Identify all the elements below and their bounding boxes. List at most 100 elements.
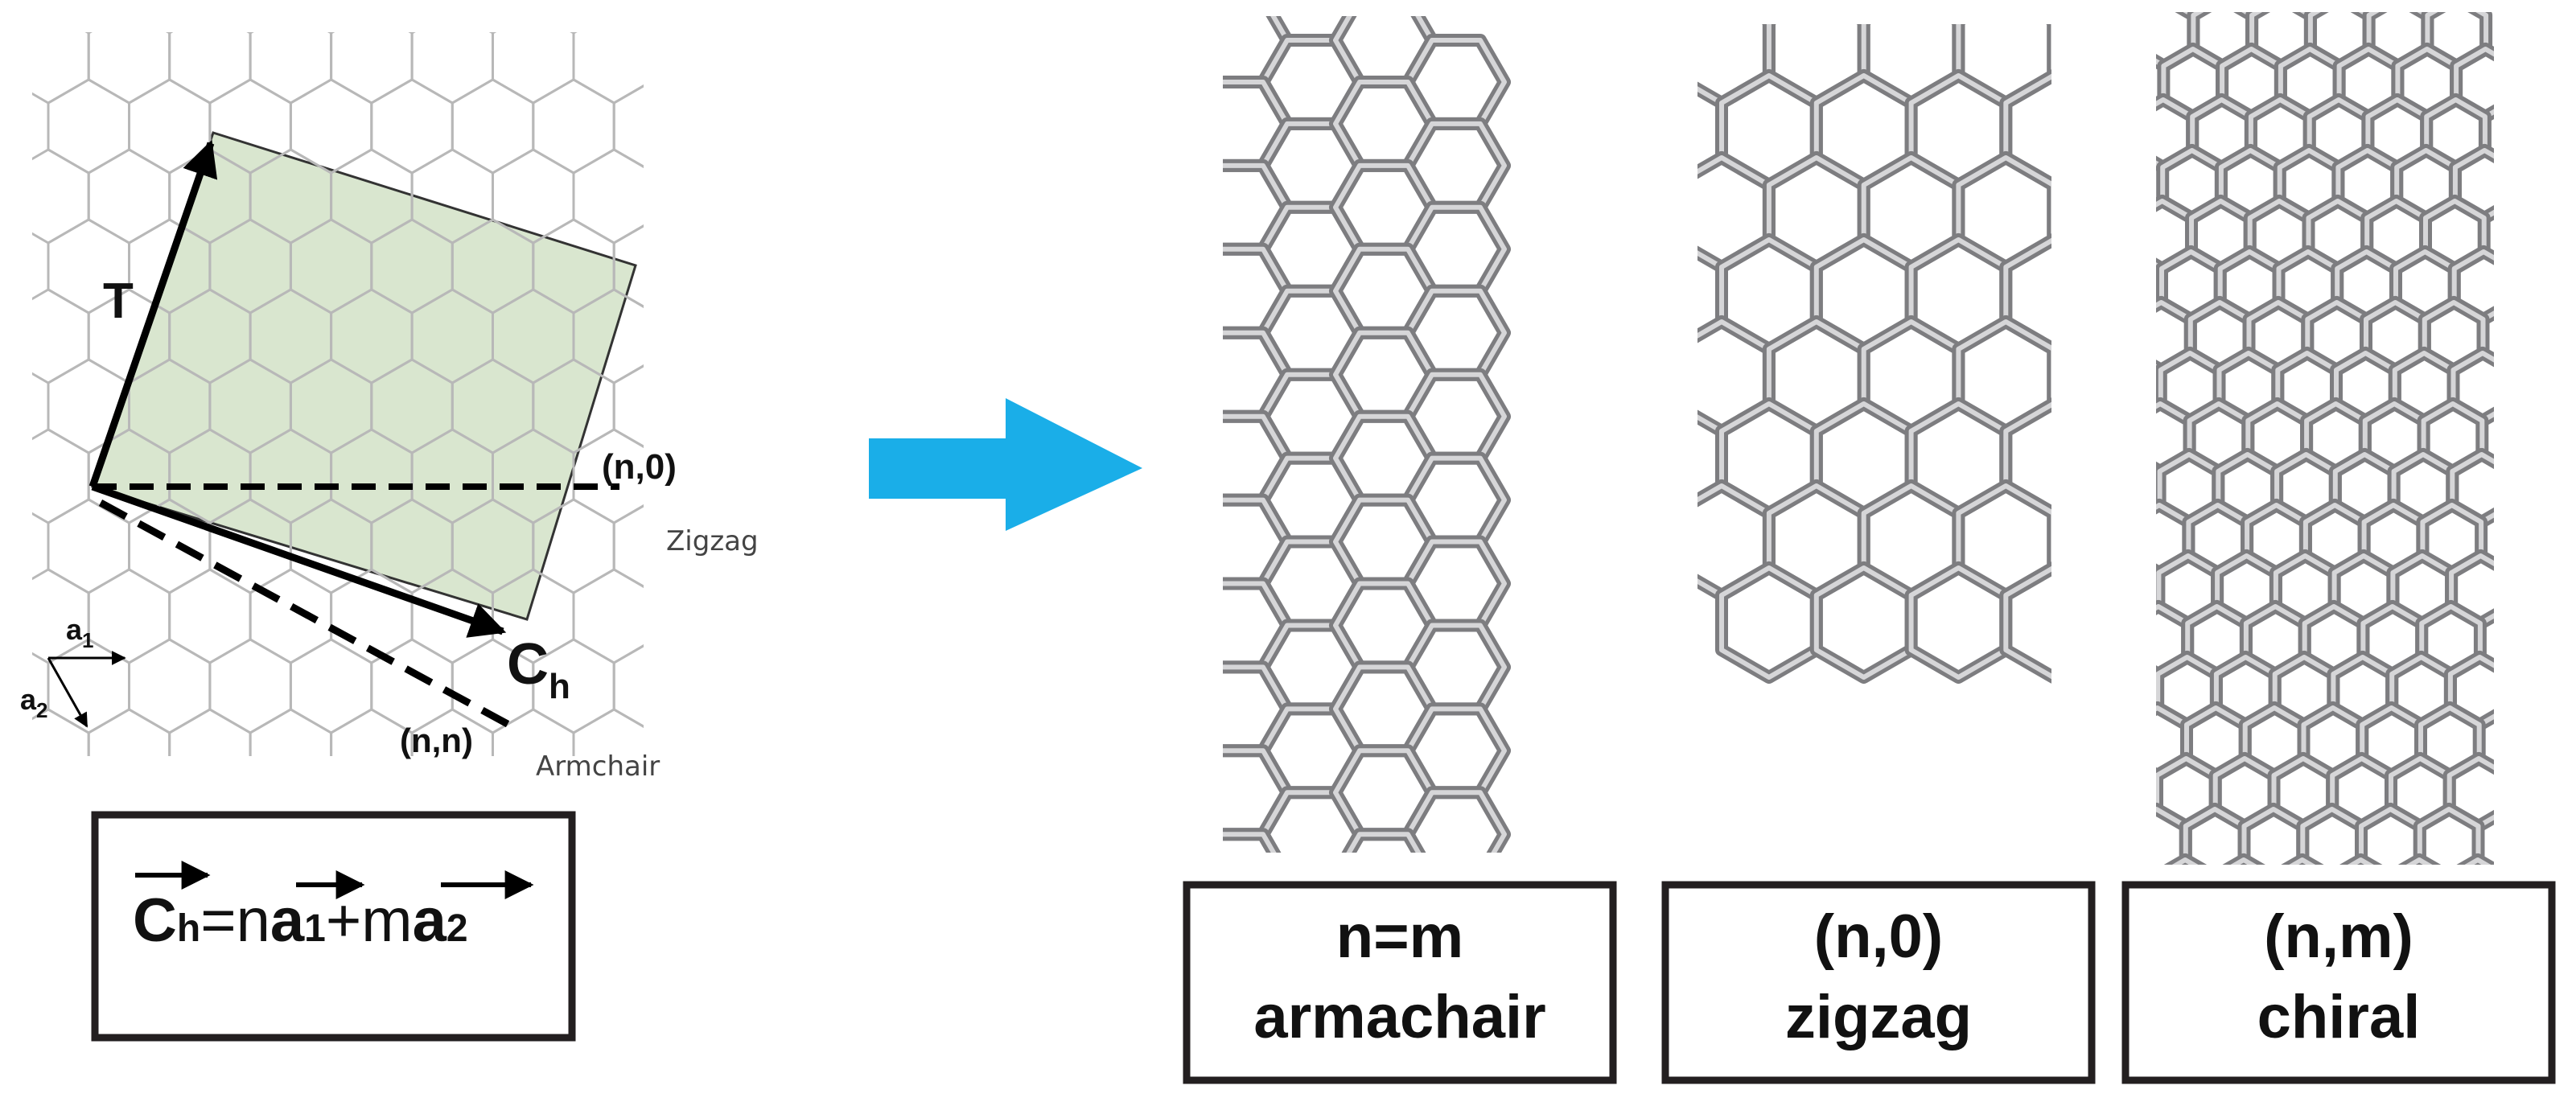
tube-hexagon — [1405, 790, 1507, 853]
lattice-hexagon — [492, 32, 575, 105]
lattice-hexagon — [289, 638, 373, 734]
tube-hexagon — [2300, 807, 2364, 865]
lattice-hexagon — [572, 568, 644, 664]
chiral-vector-formula-box: Ch=na1+ma2 — [91, 811, 576, 1042]
tube-hexagon — [2156, 807, 2188, 865]
zigzag-nanotube-model — [1697, 24, 2051, 684]
tube-hexagon — [2419, 911, 2478, 978]
tube-hexagon — [2241, 807, 2306, 865]
lattice-hexagon — [612, 644, 644, 728]
tube-hexagon — [2456, 853, 2494, 865]
lattice-hexagon — [289, 78, 373, 175]
lattice-hexagon — [695, 80, 776, 173]
lattice-hexagon — [654, 569, 735, 663]
lattice-hexagon — [612, 364, 644, 448]
tube-hexagon — [1346, 832, 1422, 853]
lattice-hexagon — [47, 78, 130, 175]
tube-hexagon — [1908, 565, 2009, 680]
tube-hexagon — [2126, 911, 2185, 978]
tube-hexagon — [2185, 911, 2244, 978]
tube-hexagon — [2419, 911, 2478, 978]
zigzag-index-label: (n,0) — [602, 447, 677, 487]
lattice-hexagon — [249, 568, 333, 664]
lattice-hexagon — [654, 290, 735, 383]
armchair-index-label: (n,n) — [400, 722, 473, 759]
lattice-hexagon — [130, 779, 210, 873]
lattice-hexagon — [249, 32, 333, 105]
zigzag-name-text: zigzag — [1785, 983, 1972, 1051]
lattice-hexagon — [47, 638, 130, 734]
lattice-hexagon — [612, 84, 644, 168]
lattice-hexagon — [410, 32, 494, 105]
formula-text: Ch=na1+ma2 — [133, 886, 468, 955]
tube-hexagon — [2185, 911, 2244, 978]
lattice-hexagon — [695, 220, 776, 313]
lattice-hexagon — [452, 779, 533, 873]
lattice-hexagon — [532, 78, 615, 175]
lattice-hexagon — [210, 779, 291, 873]
armchair-dashed-line — [98, 500, 517, 731]
zigzag-index-text: (n,0) — [1814, 902, 1943, 971]
lattice-hexagon — [370, 78, 454, 175]
armchair-label-box: n=m armachair — [1183, 881, 1617, 1084]
vector-t-label: T — [103, 273, 134, 329]
tube-hexagon — [1813, 565, 1914, 680]
lattice-hexagon — [168, 568, 252, 664]
lattice-hexagon — [695, 639, 776, 733]
unit-cell — [91, 131, 637, 621]
vector-t-arrow — [88, 139, 218, 488]
lattice-hexagon — [249, 708, 333, 756]
hexagon-grid — [32, 10, 776, 873]
lattice-hexagon — [372, 779, 453, 873]
chiral-label-box: (n,m) chiral — [2121, 881, 2556, 1084]
tube-hexagon — [2417, 807, 2481, 865]
basis-a2-label: a2 — [20, 683, 48, 722]
lattice-hexagon — [128, 78, 212, 175]
zigzag-name-label: Zigzag — [666, 525, 759, 557]
lattice-hexagon — [87, 148, 171, 245]
lattice-hexagon — [695, 360, 776, 453]
lattice-hexagon — [572, 708, 644, 756]
chiral-name-text: chiral — [2257, 983, 2421, 1051]
tube-hexagon — [2003, 73, 2051, 187]
tube-hexagon — [2171, 857, 2199, 865]
tube-hexagon — [2183, 807, 2247, 865]
tube-hexagon — [2003, 565, 2051, 680]
lattice-hexagon — [87, 568, 171, 664]
lattice-hexagon — [32, 428, 90, 524]
vector-ch-arrow — [91, 483, 507, 638]
lattice-hexagon — [572, 32, 644, 105]
tube-hexagon — [1719, 565, 1819, 680]
lattice-hexagon — [32, 32, 90, 105]
tube-hexagon — [2464, 857, 2492, 865]
lattice-hexagon — [208, 638, 292, 734]
basis-vectors: a1 a2 — [20, 613, 126, 728]
lattice-hexagon — [614, 779, 695, 873]
lattice-hexagon — [654, 10, 735, 103]
armchair-nanotube-model — [1223, 16, 1511, 853]
tube-hexagon — [2003, 237, 2051, 352]
lattice-hexagon — [612, 224, 644, 308]
tube-hexagon — [2359, 807, 2422, 865]
lattice-hexagon — [32, 708, 90, 756]
graphene-lattice-panel: T Ch (n,0) Zigzag (n,n) Armchair a1 a2 — [20, 10, 776, 873]
tube-hexagon — [2003, 401, 2051, 516]
lattice-hexagon — [695, 779, 776, 873]
chiral-index-text: (n,m) — [2264, 902, 2413, 971]
transition-arrow — [869, 398, 1142, 531]
lattice-hexagon — [290, 779, 371, 873]
lattice-hexagon — [87, 32, 171, 105]
lattice-hexagon — [32, 288, 90, 384]
armchair-name-text: armachair — [1253, 983, 1545, 1051]
chiral-nanotube-model — [2126, 12, 2494, 978]
lattice-hexagon — [168, 32, 252, 105]
tube-hexagon — [2163, 853, 2207, 865]
tube-hexagon — [1223, 832, 1277, 853]
lattice-hexagon — [654, 150, 735, 243]
tube-hexagon — [2126, 911, 2185, 978]
lattice-hexagon — [451, 78, 535, 175]
lattice-hexagon — [87, 708, 171, 756]
vector-ch-label: Ch — [507, 632, 570, 706]
zigzag-label-box: (n,0) zigzag — [1661, 881, 2096, 1084]
